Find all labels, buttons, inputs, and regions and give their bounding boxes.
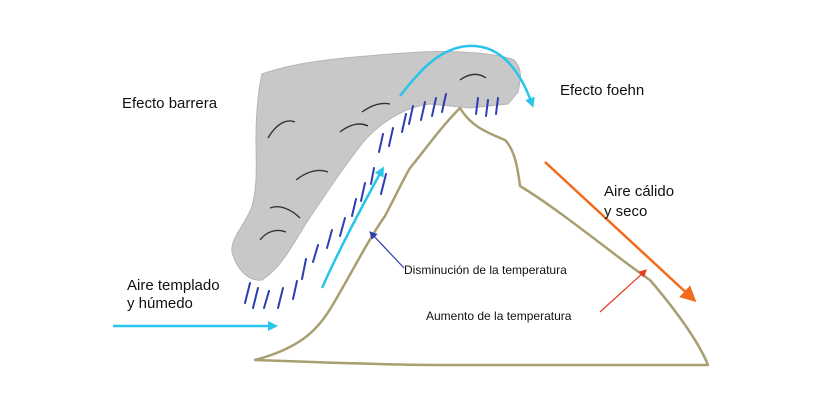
- barrier-effect-label: Efecto barrera: [122, 95, 218, 112]
- warm-air-arrow: [544, 161, 697, 303]
- temp-decrease-label: Disminución de la temperatura: [404, 263, 567, 277]
- increase-pointer: [599, 269, 647, 313]
- temp-increase-label: Aumento de la temperatura: [426, 309, 572, 323]
- humid-air-label-line1: Aire templado: [127, 277, 220, 294]
- foehn-effect-label: Efecto foehn: [560, 82, 644, 99]
- rain-icon: [244, 93, 499, 309]
- warm-dry-label-line1: Aire cálido: [604, 183, 674, 200]
- rising-air-arrow: [320, 166, 384, 289]
- summit-air-arrow: [399, 44, 535, 108]
- decrease-pointer: [369, 231, 405, 269]
- humid-air-label-line2: y húmedo: [127, 295, 193, 312]
- cloud-icon: [231, 50, 521, 281]
- cool-air-arrows: [113, 44, 535, 331]
- warm-dry-label-line2: y seco: [604, 203, 647, 220]
